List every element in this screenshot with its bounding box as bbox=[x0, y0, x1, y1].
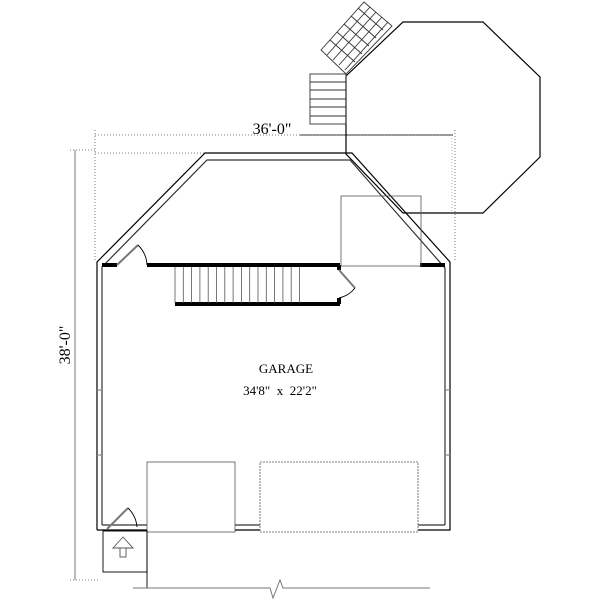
entry-door bbox=[106, 507, 138, 530]
deck-stairs-diagonal bbox=[320, 1, 393, 75]
interior-wall bbox=[102, 263, 445, 306]
break-line bbox=[133, 578, 430, 600]
deck-landing bbox=[340, 195, 422, 267]
width-dimension-label: 36'-0" bbox=[253, 121, 292, 138]
deck-stairs-side bbox=[309, 73, 347, 125]
octagon-deck bbox=[345, 21, 541, 214]
interior-stair bbox=[174, 267, 300, 303]
dimension-depth bbox=[70, 149, 100, 581]
upper-door bbox=[116, 244, 148, 266]
room-size: 34'8" x 22'2" bbox=[243, 383, 317, 398]
stair-door bbox=[338, 269, 356, 299]
depth-dimension-label: 38'-0" bbox=[57, 326, 74, 365]
room-name: GARAGE bbox=[259, 361, 313, 376]
entry-arrow-icon bbox=[111, 536, 135, 558]
dimension-width bbox=[94, 130, 456, 260]
garage-door-openings bbox=[146, 461, 419, 533]
